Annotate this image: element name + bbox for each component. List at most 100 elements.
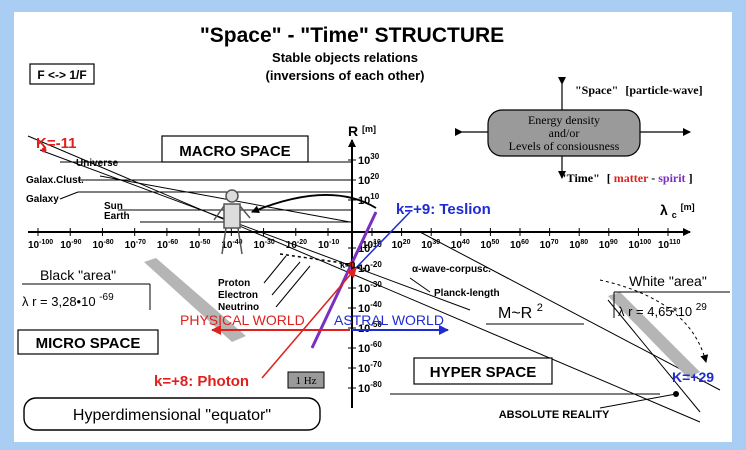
space-label: "Space" [particle-wave]: [575, 83, 703, 97]
time-label-open: [: [607, 171, 611, 185]
x-axis-tick-label: 10100: [628, 239, 651, 251]
k-plus-29-curve: [599, 279, 709, 363]
k-plus-29-label: K=+29: [672, 369, 714, 385]
physical-world-label: PHYSICAL WORLD: [180, 312, 305, 328]
mr-formula: M~R 2: [498, 302, 543, 322]
black-area-shape: [144, 258, 246, 342]
x-axis-sub: c: [672, 210, 677, 220]
x-axis-tick-label: 1070: [540, 239, 559, 251]
planck-pointer: [409, 277, 431, 293]
x-axis-tick-label: 10-10: [318, 239, 339, 251]
diagonal-line-2: [39, 149, 471, 311]
black-formula-exp: -69: [99, 292, 114, 303]
energy-box-line2: and/or: [549, 126, 580, 140]
proton-label: Proton: [218, 278, 250, 289]
electron-label: Electron: [218, 290, 258, 301]
y-axis-title: R [m]: [348, 123, 376, 139]
white-formula-base: λ r = 4,65*10: [618, 304, 692, 319]
x-axis-tick-label: 10-60: [157, 239, 178, 251]
human-figure-icon: [213, 189, 251, 255]
time-label-matter: matter: [614, 171, 649, 185]
mr-formula-exp: 2: [537, 302, 543, 314]
x-axis-tick-label: 1060: [510, 239, 529, 251]
x-axis-tick-label: 1090: [599, 239, 618, 251]
diagram-subtitle-1: Stable objects relations: [272, 50, 418, 65]
y-axis-tick-label: 1020: [358, 172, 380, 187]
earth-label: Earth: [104, 211, 130, 222]
blue-line: [351, 211, 411, 273]
macro-space-label: MACRO SPACE: [179, 143, 290, 160]
white-area-formula: λ r = 4,65*10 29: [618, 302, 707, 319]
universe-label: Universe: [76, 158, 119, 169]
energy-box-line1: Energy density: [528, 113, 600, 127]
white-area-shape: [608, 292, 700, 378]
alpha-wave-label: α-wave-corpusc.: [412, 264, 491, 275]
diagram-title: "Space" - "Time" STRUCTURE: [200, 24, 504, 47]
energy-density-box: [487, 109, 641, 157]
k-plus-8-label: k=+8: Photon: [154, 373, 249, 390]
x-axis-tick-label: 10-50: [189, 239, 210, 251]
x-axis-tick-label: 10-80: [92, 239, 113, 251]
diagram-canvas: [14, 12, 732, 442]
black-formula-base: λ r = 3,28•10: [22, 294, 96, 309]
x-axis-tick-label: 10-40: [221, 239, 242, 251]
equator-label: Hyperdimensional "equator": [73, 407, 271, 424]
k-plus-9-label: k=+9: Teslion: [396, 201, 491, 218]
space-label-bracket: [particle-wave]: [625, 83, 702, 97]
white-area-label: White "area": [629, 273, 707, 289]
x-axis-title: λ c [m]: [660, 202, 695, 221]
k-zero-overlap-label: k=0: [340, 260, 355, 270]
y-axis-tick-label: 10-40: [358, 300, 382, 315]
purple-line: [310, 211, 378, 349]
inversion-label: F <-> 1/F: [37, 68, 86, 82]
energy-box-line3: Levels of consiousness: [509, 139, 620, 153]
mr-formula-base: M~R: [498, 305, 532, 322]
white-formula-exp: 29: [696, 302, 708, 313]
x-axis-unit: [m]: [681, 202, 695, 212]
y-axis-tick-labels: 10301020101010-1010-2010-3010-4010-5010-…: [358, 152, 382, 395]
diagonal-line-5: [419, 231, 721, 391]
particle-pointers: [263, 255, 311, 308]
particle-dotted-curve: [279, 253, 371, 271]
x-axis-tick-label: 10-70: [125, 239, 146, 251]
micro-space-label: MICRO SPACE: [36, 335, 141, 352]
equator-box: [23, 397, 321, 431]
y-axis-tick-label: 10-80: [358, 380, 382, 395]
x-axis-tick-label: 10-30: [254, 239, 275, 251]
y-axis-unit: [m]: [362, 124, 376, 134]
neutrino-label: Neutrino: [218, 302, 259, 313]
k-minus-11-point: [41, 147, 47, 153]
y-axis-tick-label: 1030: [358, 152, 380, 167]
time-label-close: ]: [689, 171, 693, 185]
origin-marker: [349, 261, 355, 267]
y-axis-tick-label: 10-70: [358, 360, 382, 375]
y-axis-tick-label: 10-60: [358, 340, 382, 355]
astral-world-label: ASTRAL WORLD: [334, 312, 444, 328]
planck-label: Planck-length: [434, 288, 500, 299]
one-hz-box: [287, 371, 325, 389]
x-axis-tick-label: 10-20: [286, 239, 307, 251]
galax-clust-label: Galax.Clust.: [26, 175, 84, 186]
one-hz-label: 1 Hz: [295, 375, 316, 387]
sun-label: Sun: [104, 201, 123, 212]
micro-space-box: [17, 329, 159, 355]
time-label-spirit: spirit: [658, 171, 685, 185]
x-axis-tick-label: 1010: [362, 239, 381, 251]
absolute-reality-pointer: [599, 393, 677, 409]
k-minus-11-label: K=-11: [36, 135, 76, 152]
hyper-space-label: HYPER SPACE: [430, 364, 536, 381]
galaxy-label: Galaxy: [26, 194, 59, 205]
time-label: "Time" [ matter - spirit ]: [560, 171, 693, 185]
diagram-subtitle-2: (inversions of each other): [266, 68, 425, 83]
x-axis-tick-label: 1040: [451, 239, 470, 251]
absolute-reality-label: ABSOLUTE REALITY: [499, 409, 610, 421]
space-label-quoted: "Space": [575, 83, 618, 97]
absolute-point: [673, 391, 679, 397]
x-axis-tick-label: 1080: [569, 239, 588, 251]
galaxy-pointer: [59, 191, 79, 200]
x-axis-tick-label: 1050: [480, 239, 499, 251]
inversion-box: [29, 63, 95, 85]
